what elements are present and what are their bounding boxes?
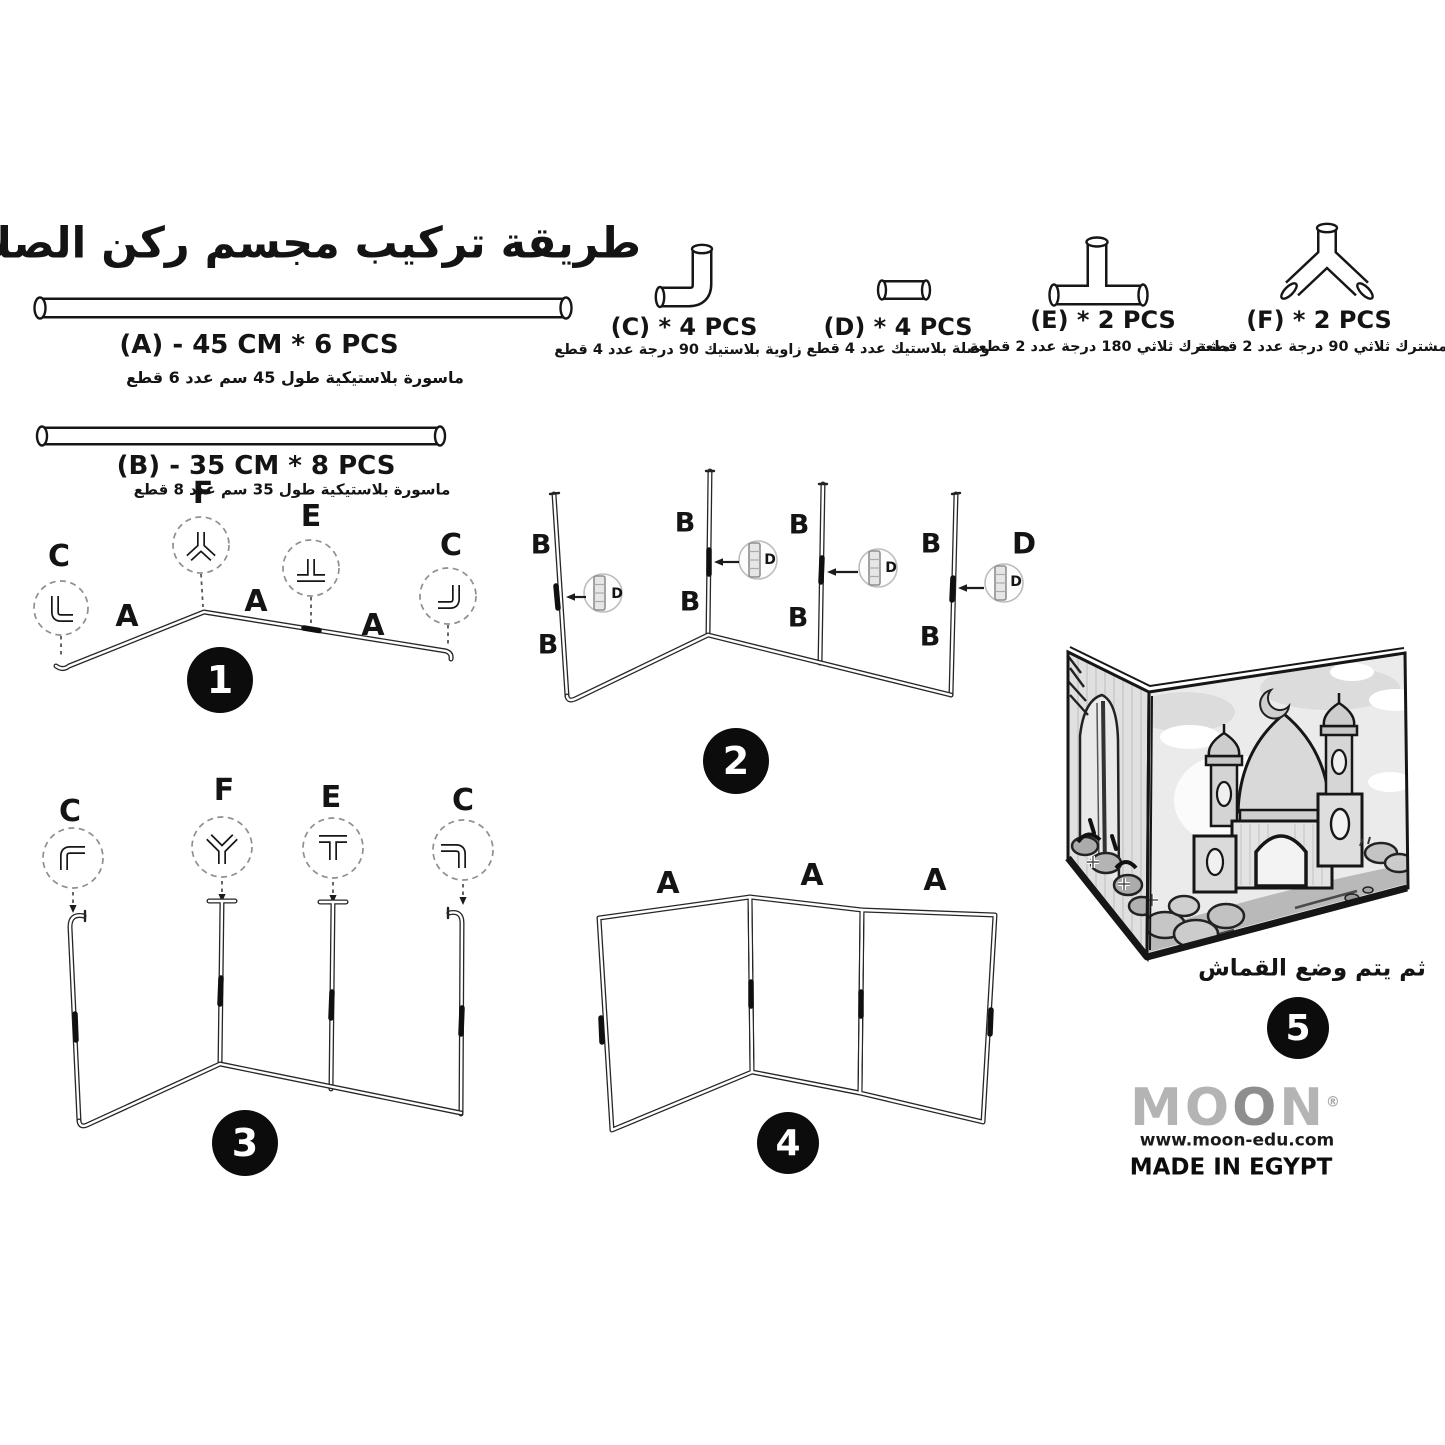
brand-logo: MOON® xyxy=(1130,1078,1340,1138)
step5-finished-model xyxy=(1065,646,1410,963)
step2-number-badge: 2 xyxy=(703,728,769,794)
tube-b-icon xyxy=(35,425,447,447)
step5-number-badge: 5 xyxy=(1267,997,1329,1059)
step2-b-label-5: B xyxy=(788,509,810,541)
page-title: طريقة تركيب مجسم ركن الصلاة xyxy=(0,218,642,269)
coupler-icon xyxy=(876,279,932,301)
step1-connector-label-e: E xyxy=(300,499,322,534)
step3-connector-label-c2: C xyxy=(451,783,475,818)
part-b-label: (B) - 35 CM * 8 PCS xyxy=(116,451,396,481)
step4-tube-label-a2: A xyxy=(800,858,824,893)
elbow-90-icon xyxy=(654,243,714,309)
step4-tube-label-a1: A xyxy=(656,866,680,901)
step5-caption: ثم يتم وضع القماش xyxy=(1198,955,1426,982)
connector-bubble-c1 xyxy=(33,580,89,636)
step2-d-label-big: D xyxy=(1011,526,1037,561)
made-in-origin: MADE IN EGYPT xyxy=(1129,1154,1333,1181)
part-e-label: (E) * 2 PCS xyxy=(1030,306,1176,334)
tee-joint-icon xyxy=(1048,236,1149,307)
brand-letter-n: N xyxy=(1279,1078,1326,1138)
part-a-label: (A) - 45 CM * 6 PCS xyxy=(119,330,399,360)
step1-number-badge: 1 xyxy=(187,647,253,713)
step2-b-label-3: B xyxy=(674,507,696,539)
step1-connector-label-f: F xyxy=(192,476,214,511)
step1-tube-label-a3: A xyxy=(361,608,385,643)
part-f-desc: مشترك ثلاثي 90 درجة عدد 2 قطعة xyxy=(1196,338,1445,355)
step4-diagram xyxy=(596,894,998,1133)
step2-d-bubble-label-2: D xyxy=(764,552,776,568)
step2-b-label-8: B xyxy=(919,621,941,653)
brand-website: www.moon-edu.com xyxy=(1139,1130,1335,1151)
step2-b-label-1: B xyxy=(530,529,552,561)
connector-bubble-f xyxy=(172,516,230,574)
part-b-desc: ماسورة بلاستيكية طول 35 سم عدد 8 قطع xyxy=(133,480,451,499)
part-c-label: (C) * 4 PCS xyxy=(610,313,758,341)
tube-a-icon xyxy=(33,296,573,320)
step1-diagram xyxy=(33,516,477,671)
step1-connector-label-c2: C xyxy=(439,528,463,563)
part-f-label: (F) * 2 PCS xyxy=(1246,306,1392,334)
step4-tube-label-a3: A xyxy=(923,863,947,898)
step3-connector-label-f: F xyxy=(213,773,235,808)
brand-letter-m: M xyxy=(1130,1078,1185,1138)
step2-diagram xyxy=(548,468,1024,703)
step2-d-bubble-label-1: D xyxy=(611,586,623,602)
connector-bubble-e xyxy=(282,539,340,597)
brand-letter-o1: O xyxy=(1184,1078,1233,1138)
d-detail-bubble-4 xyxy=(958,563,1024,603)
step2-b-label-7: B xyxy=(920,528,942,560)
part-d-label: (D) * 4 PCS xyxy=(823,313,973,341)
step2-b-label-2: B xyxy=(537,629,559,661)
part-a-desc: ماسورة بلاستيكية طول 45 سم عدد 6 قطع xyxy=(126,368,464,387)
d-detail-bubble-2 xyxy=(714,540,778,580)
d-detail-bubble-1 xyxy=(566,573,623,613)
part-e-desc: مشترك ثلاثي 180 درجة عدد 2 قطعة xyxy=(969,338,1231,355)
d-detail-bubble-3 xyxy=(827,548,898,588)
part-c-desc: زاوية بلاستيك 90 درجة عدد 4 قطع xyxy=(554,341,802,358)
step2-d-bubble-label-4: D xyxy=(1010,574,1022,590)
step3-connector-label-c1: C xyxy=(58,794,82,829)
step2-b-label-6: B xyxy=(787,602,809,634)
wye-joint-icon xyxy=(1280,222,1374,300)
step1-tube-label-a2: A xyxy=(244,584,268,619)
step2-d-bubble-label-3: D xyxy=(885,560,897,576)
step1-tube-label-a1: A xyxy=(115,599,139,634)
registered-mark: ® xyxy=(1325,1094,1340,1111)
brand-letter-o2: O xyxy=(1232,1078,1280,1138)
mosque-scene xyxy=(1147,663,1408,952)
step4-number-badge: 4 xyxy=(757,1112,819,1174)
step1-connector-label-c1: C xyxy=(47,539,71,574)
step3-number-badge: 3 xyxy=(212,1110,278,1176)
step3-connector-label-e: E xyxy=(320,780,342,815)
step2-b-label-4: B xyxy=(679,586,701,618)
step3-diagram xyxy=(42,816,494,1129)
connector-bubble-c2 xyxy=(419,567,477,625)
part-d-desc: وصلة بلاستيك عدد 4 قطع xyxy=(806,340,990,357)
